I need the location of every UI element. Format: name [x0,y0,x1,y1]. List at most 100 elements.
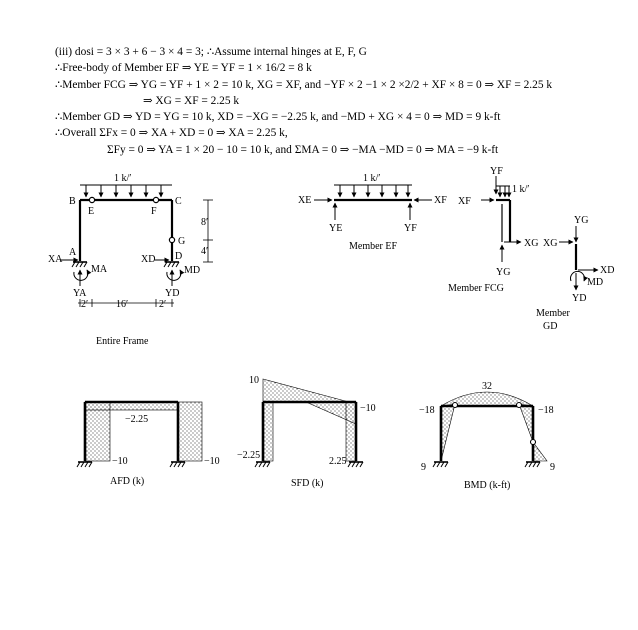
member-fcg-caption: Member FCG [448,283,504,294]
dim-4ft: 4′ [201,246,208,257]
bmd-beam-fill [439,391,535,407]
horizontal-dimension-line [78,299,174,307]
xa-label: XA [48,254,63,265]
sfd-positive-fill [262,378,350,403]
md-moment-icon [166,269,185,281]
solution-line-2: ∴Free-body of Member EF ⇒ YE = YF = 1 × … [55,62,312,75]
bmd-max-value: 32 [482,381,492,392]
sfd-min-value: −10 [360,403,376,414]
bmd-left-corner-value: −18 [419,405,435,416]
yg-fcg-label: YG [496,267,510,278]
md-label: MD [184,265,200,276]
ef-distributed-load [334,184,412,198]
sfd-diagram: 10 −10 −2.25 2.25 SFD (k) [237,375,376,489]
sfd-max-value: 10 [249,375,259,386]
member-ef: 1 k/′ XE XF YE YF Member EF [298,173,447,252]
ya-label: YA [73,288,87,299]
member-gd-caption-2: GD [543,321,557,332]
bmd-caption: BMD (k-ft) [464,480,510,491]
member-gd: YG XG XD MD YD Member GD [536,215,614,332]
yd-label: YD [165,288,179,299]
member-ef-caption: Member EF [349,241,397,252]
node-c-label: C [175,196,182,207]
fcg-distributed-load [496,185,512,198]
bmd-supports-icon [432,461,541,468]
solution-line-4: ⇒ XG = XF = 2.25 k [143,94,240,107]
xf-label: XF [434,195,447,206]
ma-moment-icon [73,269,92,281]
md-gd-label: MD [587,277,603,288]
bmd-diagram: 32 −18 −18 9 9 BMD (k-ft) [419,381,555,491]
solution-line-3: ∴Member FCG ⇒ YG = YF + 1 × 2 = 10 k, XG… [55,78,553,91]
ye-label: YE [329,223,342,234]
bmd-left-base-value: 9 [421,462,426,473]
afd-diagram: −2.25 −10 −10 AFD (k) [76,400,220,487]
fcg-load-label: 1 k/′ [512,184,529,195]
afd-right-value: −10 [204,456,220,467]
entire-frame: 1 k/′ B C E F G A D XA MA YA [48,173,213,347]
bmd-right-base-value: 9 [550,462,555,473]
afd-frame [83,400,180,461]
entire-frame-caption: Entire Frame [96,336,149,347]
node-f-label: F [151,206,157,217]
xg-gd-label: XG [543,238,557,249]
dim-16ft: 16′ [116,299,128,310]
afd-left-value: −10 [112,456,128,467]
solution-line-1: (iii) dosi = 3 × 3 + 6 − 3 × 4 = 3; ∴Ass… [55,46,367,58]
node-b-label: B [69,196,76,207]
dim-2ft-right: 2′ [159,299,166,310]
sfd-right-column-fill [345,401,357,462]
member-fcg: YF 1 k/′ XF XG YG Member FCG [448,166,538,294]
yd-gd-label: YD [572,293,586,304]
bmd-hinge-e-icon [451,401,459,409]
ef-load-label: 1 k/′ [363,173,380,184]
hinge-e-icon [88,196,96,204]
solution-line-6: ∴Overall ΣFx = 0 ⇒ XA + XD = 0 ⇒ XA = 2.… [55,127,288,140]
node-d-label: D [175,251,182,262]
node-g-label: G [178,236,185,247]
vertical-dimension-line [203,199,213,263]
dim-2ft-left: 2′ [81,299,88,310]
dim-8ft: 8′ [201,217,208,228]
sfd-left-column-value: −2.25 [237,450,260,461]
bmd-left-column-fill [440,403,456,462]
hinge-g-icon [168,236,176,244]
fixed-support-d-icon [163,261,180,268]
fixed-support-a-icon [71,261,88,268]
sfd-right-column-value: 2.25 [329,456,347,467]
afd-caption: AFD (k) [110,476,144,487]
xe-label: XE [298,195,311,206]
xd-gd-label: XD [600,265,614,276]
yf-label: YF [404,223,417,234]
frame-distributed-load [80,184,172,198]
bmd-hinge-f-icon [515,401,523,409]
xf-fcg-label: XF [458,196,471,207]
ma-label: MA [91,264,108,275]
bmd-frame [439,404,535,461]
xd-label: XD [141,254,155,265]
fcg-member-line [496,198,512,242]
sfd-supports-icon [254,461,364,468]
solution-line-5: ∴Member GD ⇒ YD = YG = 10 k, XD = −XG = … [55,111,501,124]
yg-gd-label: YG [574,215,588,226]
afd-right-column-fill [177,401,203,462]
bmd-hinge-g-icon [529,438,537,446]
node-e-label: E [88,206,94,217]
solution-text: (iii) dosi = 3 × 3 + 6 − 3 × 4 = 3; ∴Ass… [55,44,625,158]
bmd-right-corner-value: −18 [538,405,554,416]
afd-left-column-fill [84,401,111,462]
hinge-f-icon [152,196,160,204]
sfd-caption: SFD (k) [291,478,324,489]
md-gd-moment-icon [570,270,588,282]
frame-load-label: 1 k/′ [114,173,131,184]
yf-fcg-label: YF [490,166,503,177]
afd-supports-icon [76,461,186,468]
sfd-frame [261,400,358,461]
solution-line-7: ΣFy = 0 ⇒ YA = 1 × 20 − 10 = 10 k, and Σ… [107,143,499,156]
member-gd-caption-1: Member [536,308,571,319]
afd-beam-value: −2.25 [125,414,148,425]
sfd-left-column-fill [262,401,274,462]
xg-fcg-label: XG [524,238,538,249]
node-a-label: A [69,247,77,258]
